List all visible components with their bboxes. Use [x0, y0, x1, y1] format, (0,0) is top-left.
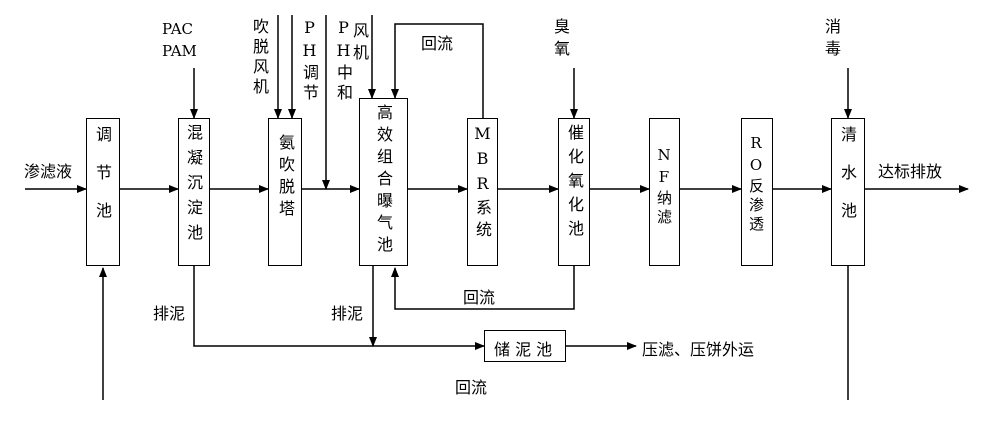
- clear-tank-box: [831, 118, 865, 266]
- reflux-mid-line: [391, 264, 575, 310]
- sludge-tank-label: 储 泥 池: [494, 340, 553, 359]
- nf-box: [649, 118, 680, 266]
- aeration-tank-box: [359, 98, 408, 266]
- cake-out-label: 压滤、压饼外运: [642, 340, 755, 359]
- nf-label: NF纳滤: [655, 146, 673, 228]
- clear-tank-label: 清水池: [838, 126, 857, 240]
- sludge-mid-label: 排泥: [331, 304, 364, 323]
- leachate-label: 渗滤液: [24, 162, 73, 181]
- ph-neutral-label: PH中和: [334, 18, 353, 104]
- sludge-line-left: [193, 264, 485, 350]
- coag-tank-box: [178, 118, 210, 266]
- ro-box: [741, 118, 773, 266]
- catalytic-oxidation-label: 催化氧化池: [565, 124, 584, 244]
- disinfect-label: 消毒: [822, 18, 841, 62]
- coag-tank-label: 混凝沉淀池: [184, 124, 203, 249]
- reflux-top-line: [391, 23, 484, 118]
- discharge-label: 达标排放: [878, 162, 943, 181]
- ph-adjust-label: PH调节: [300, 18, 319, 104]
- reflux-mid-label: 回流: [463, 288, 496, 307]
- fan-label: 风机: [350, 22, 369, 66]
- catalytic-oxidation-box: [558, 118, 590, 266]
- stripping-tower-box: [268, 118, 302, 266]
- ro-label: RO反渗透: [747, 134, 765, 235]
- mbr-label: MBR系统: [473, 124, 492, 243]
- reflux-bottom-label: 回流: [455, 378, 488, 397]
- adjust-tank-box: [86, 118, 120, 266]
- adjust-tank-label: 调节池: [93, 126, 112, 240]
- reflux-top-label: 回流: [421, 34, 454, 53]
- mbr-box: [467, 118, 498, 266]
- blower-label: 吹脱风机: [250, 18, 269, 98]
- pam-label: PAM: [162, 42, 197, 60]
- stripping-tower-label: 氨吹脱塔: [276, 134, 295, 222]
- pac-label: PAC: [162, 20, 194, 38]
- ozone-label: 臭氧: [551, 18, 570, 62]
- sludge-tank-box: [484, 330, 566, 362]
- sludge-left-label: 排泥: [153, 304, 186, 323]
- aeration-tank-label: 高效组合曝气池: [374, 104, 393, 258]
